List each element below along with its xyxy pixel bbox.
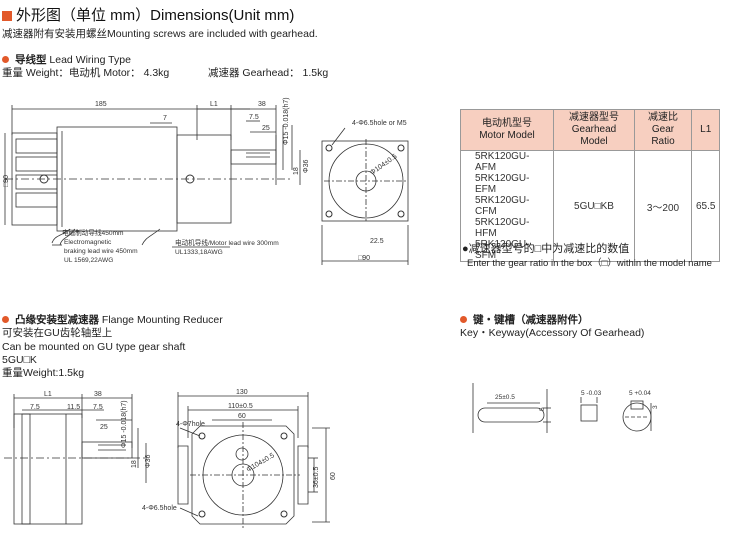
table-row: 5RK120GU-EFM bbox=[460, 173, 720, 195]
table-row: 5RK120GU-AFM 5GU□KB 3～200 65.5 bbox=[460, 150, 721, 262]
lead-wiring-heading-en: Lead Wiring Type bbox=[46, 54, 131, 66]
motor-lead-2: UL1333,18AWG bbox=[175, 249, 223, 256]
flange-dim-130: 130 bbox=[236, 389, 248, 396]
brake-lead-4: UL 1569,22AWG bbox=[64, 257, 113, 264]
flange-dim-hole65: 4-Φ6.5hole bbox=[142, 505, 177, 512]
page-title: 外形图（单位 mm）Dimensions(Unit mm) bbox=[2, 4, 294, 25]
motor-model-cell: 5RK120GU-EFM bbox=[460, 173, 554, 195]
flange-front-drawing: 130 110±0.5 60 4-Φ7hole Φ104±0.5 36±0.5 … bbox=[142, 389, 337, 528]
flange-dim-60: 60 bbox=[238, 413, 246, 420]
dim-90: □90 bbox=[3, 175, 10, 187]
flange-dim-60b: 60 bbox=[330, 472, 337, 480]
dim-shaft: Φ15 -0.018(h7) bbox=[283, 97, 290, 145]
flange-heading-en: Flange Mounting Reducer bbox=[99, 314, 223, 326]
title-marker bbox=[2, 11, 12, 21]
flange-line-4: 重量Weight:1.5kg bbox=[2, 367, 85, 379]
flange-dim-7-5b: 7.5 bbox=[93, 404, 103, 411]
page-title-text: 外形图（单位 mm）Dimensions(Unit mm) bbox=[16, 7, 295, 24]
key-heading-cn: 键・键槽（减速器附件） bbox=[473, 314, 589, 326]
brake-lead-2: Electromagnetic bbox=[64, 239, 112, 246]
key-drawing: 25±0.5 5 5 -0.03 5 +0.04 3 bbox=[472, 383, 659, 433]
lead-wiring-heading-cn: 导线型 bbox=[15, 54, 47, 66]
dim-l1: L1 bbox=[210, 101, 218, 108]
lead-wiring-heading: 导线型 Lead Wiring Type bbox=[2, 52, 131, 67]
flange-dim-hole7: 4-Φ7hole bbox=[176, 421, 205, 428]
dim-7-5: 7.5 bbox=[249, 114, 259, 121]
dim-pcd: Φ104±0.5 bbox=[369, 153, 398, 176]
flange-heading: 凸缘安装型减速器 Flange Mounting Reducer bbox=[2, 312, 223, 327]
dim-sq90: □90 bbox=[358, 255, 370, 262]
flange-dim-11-5: 11.5 bbox=[67, 404, 80, 411]
dim-185: 185 bbox=[95, 101, 107, 108]
flange-line-1: 可安装在GU齿轮轴型上 bbox=[2, 327, 113, 339]
flange-dim-36b: 36±0.5 bbox=[313, 467, 320, 488]
section-bullet bbox=[460, 316, 467, 323]
motor-model-cell: 5RK120GU-SFM bbox=[460, 239, 554, 262]
flange-line-3: 5GU□K bbox=[2, 354, 37, 366]
brake-lead-3: braking lead wire 450mm bbox=[64, 248, 138, 255]
table-row: 5RK120GU-CFM bbox=[460, 195, 720, 217]
table-note-cn: ●减速器型号的□中为减速比的数值 bbox=[462, 243, 630, 255]
gearhead-model-cell: 5GU□KB bbox=[553, 150, 635, 262]
motor-weight: 重量 Weight：电动机 Motor： 4.3kg bbox=[2, 67, 170, 79]
flange-dim-pcd: Φ104±0.5 bbox=[246, 452, 276, 474]
dim-hole: 4-Φ6.5hole or M5 bbox=[352, 120, 407, 127]
flange-dim-shaft: Φ15 -0.018(h7) bbox=[121, 400, 128, 448]
dim-22-5: 22.5 bbox=[370, 238, 384, 245]
flange-heading-cn: 凸缘安装型减速器 bbox=[15, 314, 99, 326]
flange-dim-7-5: 7.5 bbox=[30, 404, 40, 411]
motor-model-cell: 5RK120GU-CFM bbox=[460, 195, 554, 217]
dim-36: Φ36 bbox=[303, 160, 310, 173]
flange-dim-110: 110±0.5 bbox=[228, 403, 253, 410]
dim-7: 7 bbox=[163, 115, 167, 122]
dim-18: 18 bbox=[293, 167, 300, 175]
l1-cell: 65.5 bbox=[690, 150, 721, 262]
flange-side-drawing: L1 38 7.5 11.5 7.5 25 Φ15 -0.018(h7) 18 … bbox=[4, 391, 152, 525]
key-heading: 键・键槽（减速器附件） bbox=[460, 312, 589, 327]
flange-dim-36: Φ36 bbox=[145, 455, 152, 468]
dim-38: 38 bbox=[258, 101, 266, 108]
gearhead-weight: 减速器 Gearhead： 1.5kg bbox=[208, 67, 329, 79]
section-bullet bbox=[2, 316, 9, 323]
dim-25: 25 bbox=[262, 125, 270, 132]
col-l1: L1 bbox=[690, 109, 721, 151]
flange-line-2: Can be mounted on GU type gear shaft bbox=[2, 341, 186, 353]
flange-dim-38: 38 bbox=[94, 391, 102, 398]
motor-model-cell: 5RK120GU-AFM bbox=[460, 150, 554, 173]
gear-ratio-cell: 3～200 bbox=[634, 150, 692, 262]
key-subtitle: Key・Keyway(Accessory Of Gearhead) bbox=[460, 327, 645, 339]
flange-dim-18: 18 bbox=[131, 460, 138, 468]
table-row: 5RK120GU-HFM bbox=[460, 217, 720, 239]
key-dim-h5: 5 bbox=[539, 407, 546, 411]
flange-dim-l1: L1 bbox=[44, 391, 52, 398]
key-dim-w5b: 5 +0.04 bbox=[629, 390, 651, 397]
key-dim-d3: 3 bbox=[652, 405, 659, 409]
table-note-en: Enter the gear ratio in the box（□）within… bbox=[467, 258, 712, 269]
motor-side-drawing: 185 L1 38 7 7.5 25 Φ15 -0.018(h7) 18 Φ36… bbox=[3, 97, 409, 265]
motor-lead-1: 电动机导线/Motor lead wire 300mm bbox=[175, 238, 279, 247]
brake-lead-1: 电磁制动导线450mm bbox=[62, 228, 124, 237]
key-dim-len: 25±0.5 bbox=[495, 394, 515, 401]
flange-dim-25: 25 bbox=[100, 424, 108, 431]
section-bullet bbox=[2, 56, 9, 63]
mounting-note: 减速器附有安装用螺丝Mounting screws are included w… bbox=[2, 28, 318, 40]
key-dim-w5: 5 -0.03 bbox=[581, 390, 602, 397]
table-row: 5RK120GU-SFM bbox=[460, 239, 720, 262]
motor-model-cell: 5RK120GU-HFM bbox=[460, 217, 554, 239]
